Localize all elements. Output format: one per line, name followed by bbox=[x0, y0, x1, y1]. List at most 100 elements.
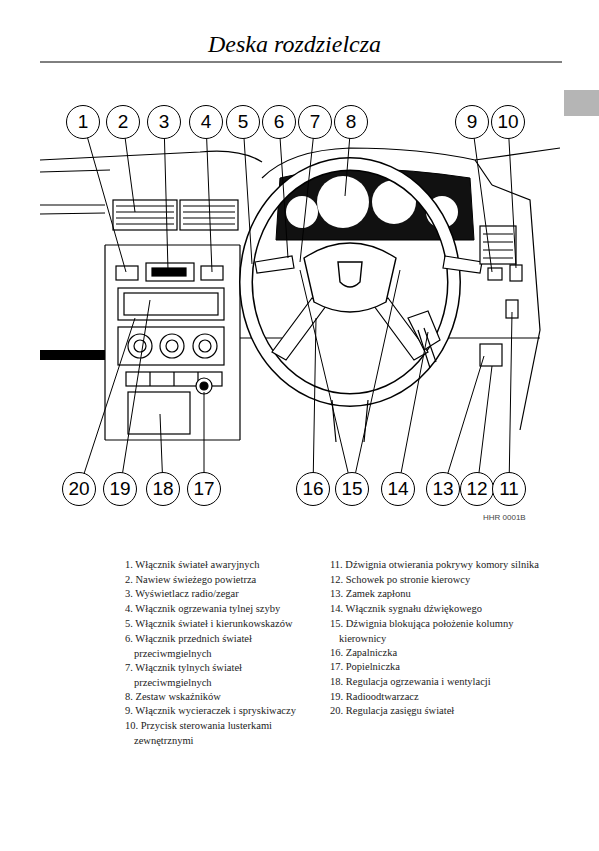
callout-number: 12 bbox=[466, 478, 487, 500]
callout-circle: 1 bbox=[66, 105, 100, 139]
callout-circle: 17 bbox=[187, 472, 221, 506]
callout-circle: 14 bbox=[381, 472, 415, 506]
leader-lines bbox=[79, 122, 516, 489]
steering-wheel bbox=[246, 164, 482, 442]
drivers-storage bbox=[480, 344, 502, 366]
legend-item: 14. Włącznik sygnału dźwiękowego bbox=[330, 602, 562, 617]
callout-circle: 19 bbox=[103, 472, 137, 506]
hazard-switch bbox=[116, 266, 138, 280]
legend-item: 3. Wyświetlacz radio/zegar bbox=[125, 587, 315, 602]
dashboard-outline bbox=[40, 148, 560, 440]
callout-number: 3 bbox=[159, 111, 170, 133]
knob-center bbox=[134, 340, 146, 352]
center-stack bbox=[116, 263, 224, 434]
dash-shadow bbox=[40, 350, 105, 360]
legend-item: 9. Włącznik wycieraczek i spryskiwaczy bbox=[125, 704, 315, 719]
heater-knob bbox=[193, 334, 217, 358]
ashtray bbox=[128, 392, 190, 434]
callout-number: 6 bbox=[274, 111, 285, 133]
title-rule bbox=[40, 62, 562, 63]
legend-item: 17. Popielniczka bbox=[330, 660, 562, 675]
callout-number: 11 bbox=[499, 478, 519, 500]
callout-number: 2 bbox=[118, 111, 129, 133]
center-console bbox=[105, 245, 240, 440]
callout-circle: 2 bbox=[106, 105, 140, 139]
callout-circle: 7 bbox=[298, 105, 332, 139]
legend-item: 7. Włącznik tylnych świateł przeciwmgiel… bbox=[125, 661, 315, 690]
ignition-lock bbox=[408, 311, 440, 350]
legend-item: 1. Włącznik świateł awaryjnych bbox=[125, 558, 315, 573]
callout-circle: 3 bbox=[147, 105, 181, 139]
callout-number: 4 bbox=[201, 111, 212, 133]
callout-circle: 10 bbox=[491, 105, 525, 139]
callout-circle: 12 bbox=[460, 472, 494, 506]
legend-item: 4. Włącznik ogrzewania tylnej szyby bbox=[125, 602, 315, 617]
legend-item: 13. Zamek zapłonu bbox=[330, 587, 562, 602]
cigarette-lighter bbox=[196, 378, 212, 394]
dash-right bbox=[475, 148, 560, 430]
wiper-switch bbox=[488, 268, 502, 280]
legend-item: 20. Regulacja zasięgu świateł bbox=[330, 704, 562, 719]
gauge bbox=[317, 176, 369, 228]
callout-number: 13 bbox=[432, 478, 453, 500]
legend-item: 8. Zestaw wskaźników bbox=[125, 690, 315, 705]
callout-number: 5 bbox=[238, 111, 249, 133]
radio-face bbox=[124, 293, 218, 315]
callout-circle: 9 bbox=[455, 105, 489, 139]
wheel-logo bbox=[338, 262, 362, 287]
page-title: Deska rozdzielcza bbox=[208, 31, 381, 58]
callout-circle: 18 bbox=[146, 472, 180, 506]
callout-circle: 11 bbox=[492, 472, 526, 506]
legend-item: 18. Regulacja ogrzewania i wentylacji bbox=[330, 675, 562, 690]
legend-item: 6. Włącznik przednich świateł przeciwmgi… bbox=[125, 632, 315, 661]
callout-number: 1 bbox=[78, 111, 89, 133]
callout-number: 18 bbox=[152, 478, 173, 500]
legend-item: 5. Włącznik świateł i kierunkowskazów bbox=[125, 617, 315, 632]
callout-number: 10 bbox=[497, 111, 518, 133]
legend-item: 2. Nawiew świeżego powietrza bbox=[125, 573, 315, 588]
callout-circle: 8 bbox=[334, 105, 368, 139]
wheel-hub bbox=[304, 243, 396, 312]
lighter-center bbox=[200, 382, 208, 390]
knob-center bbox=[166, 340, 178, 352]
side-vent bbox=[480, 226, 516, 264]
legend-item: 10. Przycisk sterowania lusterkami zewnę… bbox=[125, 719, 315, 748]
leader-top bbox=[83, 122, 516, 272]
heater-panel bbox=[118, 327, 224, 365]
switch-dividers bbox=[150, 372, 198, 386]
callout-number: 16 bbox=[302, 478, 323, 500]
center-vents bbox=[113, 200, 238, 230]
vent bbox=[113, 200, 177, 230]
legend-item: 16. Zapalniczka bbox=[330, 646, 562, 661]
callout-number: 9 bbox=[467, 111, 478, 133]
callout-number: 7 bbox=[310, 111, 321, 133]
callout-circle: 4 bbox=[189, 105, 223, 139]
legend-item: 19. Radioodtwarzacz bbox=[330, 690, 562, 705]
callout-number: 17 bbox=[193, 478, 214, 500]
knob-center bbox=[199, 340, 211, 352]
wheel-rim-inner bbox=[246, 164, 454, 400]
vent-slats bbox=[116, 206, 235, 224]
callout-number: 19 bbox=[109, 478, 130, 500]
leader-bottom bbox=[79, 270, 512, 489]
callout-circle: 6 bbox=[262, 105, 296, 139]
display-window bbox=[152, 268, 186, 276]
section-tab bbox=[564, 90, 599, 116]
legend-item: 12. Schowek po stronie kierowcy bbox=[330, 573, 562, 588]
gauge bbox=[286, 196, 318, 228]
heater-knob bbox=[128, 334, 152, 358]
radio bbox=[118, 288, 224, 320]
figure-code: HHR 0001B bbox=[483, 513, 526, 522]
callout-number: 8 bbox=[346, 111, 357, 133]
steering-column bbox=[332, 400, 368, 442]
legend-item: 15. Dźwignia blokująca położenie kolumny… bbox=[330, 617, 562, 646]
radio-display bbox=[146, 263, 194, 281]
ignition-key bbox=[418, 328, 436, 368]
callout-number: 15 bbox=[341, 478, 362, 500]
callout-circle: 20 bbox=[62, 472, 96, 506]
legend-item: 11. Dźwignia otwierania pokrywy komory s… bbox=[330, 558, 562, 573]
wheel-rim bbox=[246, 164, 454, 400]
callout-circle: 5 bbox=[226, 105, 260, 139]
callout-circle: 16 bbox=[296, 472, 330, 506]
